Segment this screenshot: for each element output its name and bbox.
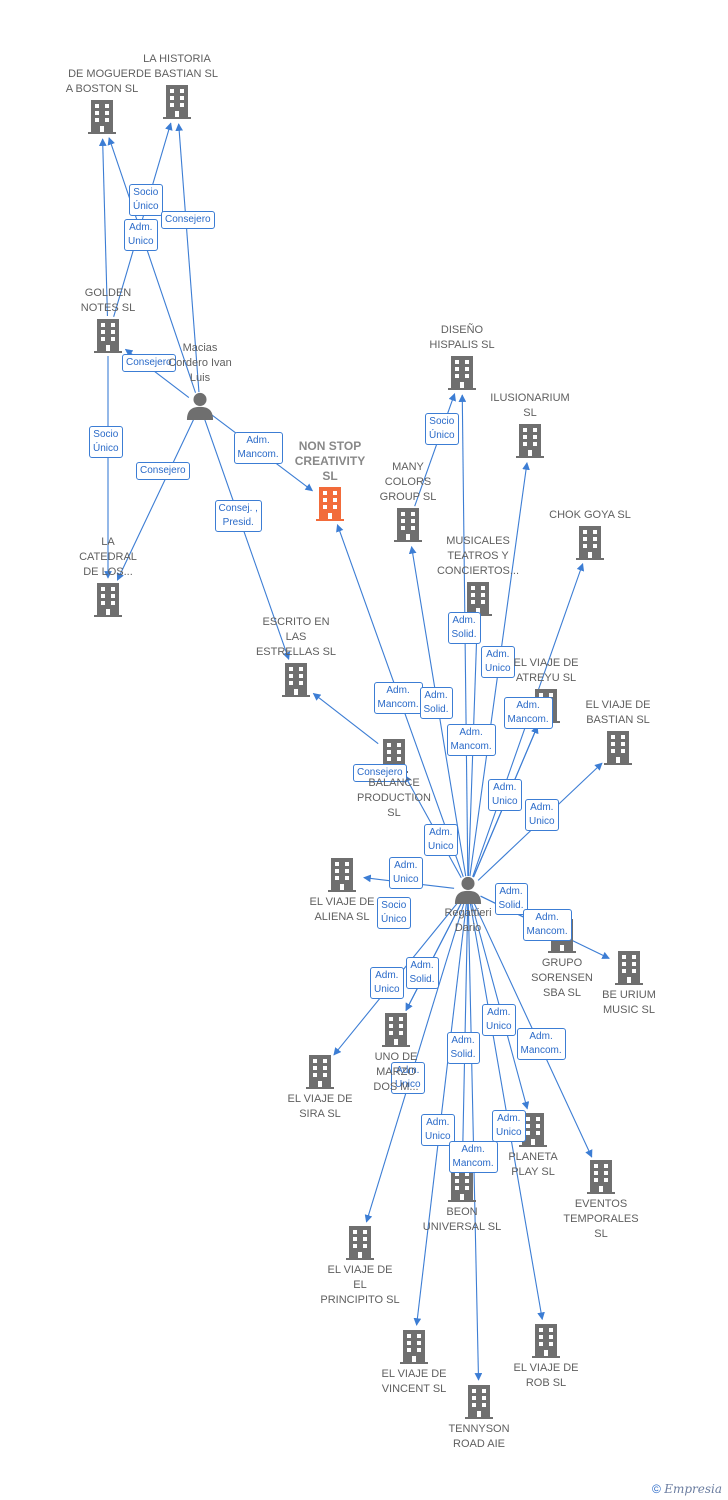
node-label-macias[interactable]: Macias Cordero Ivan Luis <box>168 342 232 384</box>
building-icon[interactable] <box>448 1168 476 1202</box>
node-label-bastian[interactable]: EL VIAJE DE BASTIAN SL <box>585 699 651 726</box>
building-icon[interactable] <box>532 1324 560 1358</box>
edge-label-balance-escrito[interactable]: Consejero <box>353 764 407 782</box>
edge-label-regattieri-atreyu[interactable]: Adm. Unico <box>488 779 522 811</box>
building-icon[interactable] <box>306 1055 334 1089</box>
edge-label-regattieri-nonstop[interactable]: Adm. Mancom. <box>373 682 423 714</box>
node-label-nonstop[interactable]: NON STOP CREATIVITY SL <box>294 439 366 483</box>
edge-label-regattieri-rob[interactable]: Adm. Unico <box>492 1110 526 1142</box>
node-label-ilusionarium[interactable]: ILUSIONARIUM SL <box>490 392 570 419</box>
edge-manycolors-to-diseno <box>414 393 456 507</box>
edge-label-regattieri-aliena[interactable]: Adm. Unico <box>389 857 423 889</box>
node-label-beon[interactable]: BEON UNIVERSAL SL <box>422 1206 502 1233</box>
edge-layer <box>98 122 610 1381</box>
building-icon[interactable] <box>88 100 116 134</box>
building-icon[interactable] <box>94 583 122 617</box>
building-icon[interactable] <box>400 1330 428 1364</box>
node-label-balance[interactable]: BALANCE PRODUCTION SL <box>357 777 431 819</box>
edge-label-regattieri-sira[interactable]: Adm. Unico <box>370 967 404 999</box>
edge-regattieri-to-unode <box>405 902 463 1012</box>
edge-label-regattieri-chokgoya[interactable]: Adm. Mancom. <box>446 724 496 756</box>
edge-macias-to-escrito <box>204 419 291 660</box>
building-icon[interactable] <box>328 858 356 892</box>
node-label-diseno[interactable]: DISEÑO HISPALIS SL <box>429 324 495 351</box>
edge-label-regattieri-balance[interactable]: Adm. Unico <box>424 824 458 856</box>
brand-name[interactable]: Empresia <box>664 1482 722 1496</box>
node-label-regattieri[interactable]: Regattieri Dario <box>444 907 492 934</box>
node-label-beurium[interactable]: BE URIUM MUSIC SL <box>602 989 656 1016</box>
building-icon[interactable] <box>94 319 122 353</box>
edge-label-regattieri-sorensen[interactable]: Adm. Solid. <box>494 883 528 915</box>
edge-label-golden-catedral[interactable]: Socio Único <box>89 426 123 458</box>
node-label-rob[interactable]: EL VIAJE DE ROB SL <box>513 1362 579 1389</box>
edge-label-macias-historia[interactable]: Consejero <box>161 211 215 229</box>
node-label-eventos[interactable]: EVENTOS TEMPORALES SL <box>563 1198 639 1240</box>
edge-label-regattieri-musicales[interactable]: Adm. Solid. <box>447 612 481 644</box>
edge-label-regattieri-eventos[interactable]: Adm. Mancom. <box>516 1028 566 1060</box>
edge-label-macias-nonstop[interactable]: Adm. Mancom. <box>233 432 283 464</box>
person-icon[interactable] <box>186 392 214 420</box>
edge-macias-to-moguer <box>107 137 197 393</box>
building-icon[interactable] <box>448 356 476 390</box>
edge-label-regattieri-ilusionarium[interactable]: Adm. Unico <box>481 646 515 678</box>
node-label-planeta[interactable]: PLANETA PLAY SL <box>508 1151 558 1178</box>
credit: © Empresia <box>652 1482 722 1496</box>
person-icon[interactable] <box>454 876 482 904</box>
building-icon[interactable] <box>576 526 604 560</box>
edge-label-regattieri-beurium[interactable]: Adm. Mancom. <box>522 909 572 941</box>
edge-macias-to-catedral <box>116 418 195 581</box>
edge-label-regattieri-principito[interactable]: Adm. Unico <box>391 1062 425 1094</box>
edge-macias-to-historia <box>175 123 200 393</box>
edge-label-golden-historia[interactable]: Adm. Unico <box>124 219 158 251</box>
copyright-symbol: © <box>652 1482 661 1496</box>
building-icon[interactable] <box>163 85 191 119</box>
node-label-sorensen[interactable]: GRUPO SORENSEN SBA SL <box>531 957 593 999</box>
building-icon[interactable] <box>516 424 544 458</box>
edge-label-regattieri-bastian[interactable]: Adm. Unico <box>525 799 559 831</box>
node-label-escrito[interactable]: ESCRITO EN LAS ESTRELLAS SL <box>255 616 337 658</box>
edge-label-regattieri-tennyson[interactable]: Adm. Mancom. <box>448 1141 498 1173</box>
node-label-chokgoya[interactable]: CHOK GOYA SL <box>549 509 631 521</box>
edge-label-regattieri-atreyu[interactable]: Adm. Mancom. <box>503 697 553 729</box>
node-label-aliena[interactable]: EL VIAJE DE ALIENA SL <box>309 896 375 923</box>
edge-label-manycolors-diseno[interactable]: Socio Único <box>425 413 459 445</box>
edge-label-macias-escrito[interactable]: Consej. , Presid. <box>214 500 262 532</box>
edge-label-regattieri-vincent[interactable]: Adm. Unico <box>421 1114 455 1146</box>
node-label-atreyu[interactable]: EL VIAJE DE ATREYU SL <box>513 657 579 684</box>
building-icon[interactable] <box>382 1013 410 1047</box>
edge-label-regattieri-beon[interactable]: Adm. Solid. <box>446 1032 480 1064</box>
edge-label-regattieri-planeta[interactable]: Adm. Unico <box>482 1004 516 1036</box>
building-icon[interactable] <box>282 663 310 697</box>
edge-label-macias-golden[interactable]: Consejero <box>122 354 176 372</box>
node-label-vincent[interactable]: EL VIAJE DE VINCENT SL <box>381 1368 447 1395</box>
node-label-manycolors[interactable]: MANY COLORS GROUP SL <box>379 461 437 503</box>
node-label-unode[interactable]: UNO DE MARZO DOS M... <box>373 1051 419 1093</box>
building-icon[interactable] <box>346 1226 374 1260</box>
edge-label-macias-catedral[interactable]: Consejero <box>136 462 190 480</box>
edge-label-golden-moguer[interactable]: Socio Único <box>129 184 163 216</box>
node-label-principito[interactable]: EL VIAJE DE EL PRINCIPITO SL <box>320 1264 400 1306</box>
node-label-sira[interactable]: EL VIAJE DE SIRA SL <box>287 1093 353 1120</box>
building-icon[interactable] <box>464 582 492 616</box>
node-label-catedral[interactable]: LA CATEDRAL DE LOS... <box>79 536 137 578</box>
node-label-moguer[interactable]: DE MOGUER A BOSTON SL <box>65 68 139 95</box>
edge-label-regattieri-manycolors[interactable]: Adm. Solid. <box>419 687 453 719</box>
node-label-tennyson[interactable]: TENNYSON ROAD AIE <box>448 1423 510 1450</box>
edge-golden-to-moguer <box>98 138 109 317</box>
edge-balance-to-escrito <box>312 693 379 745</box>
node-label-golden[interactable]: GOLDEN NOTES SL <box>80 287 136 314</box>
node-label-musicales[interactable]: MUSICALES TEATROS Y CONCIERTOS... <box>436 535 520 577</box>
building-icon[interactable] <box>604 731 632 765</box>
edge-label-regattieri-unode[interactable]: Socio Único <box>377 897 411 929</box>
node-label-historia[interactable]: LA HISTORIA DE BASTIAN SL <box>136 53 218 80</box>
building-icon[interactable] <box>316 487 344 521</box>
edge-label-regattieri-unode[interactable]: Adm. Solid. <box>405 957 439 989</box>
